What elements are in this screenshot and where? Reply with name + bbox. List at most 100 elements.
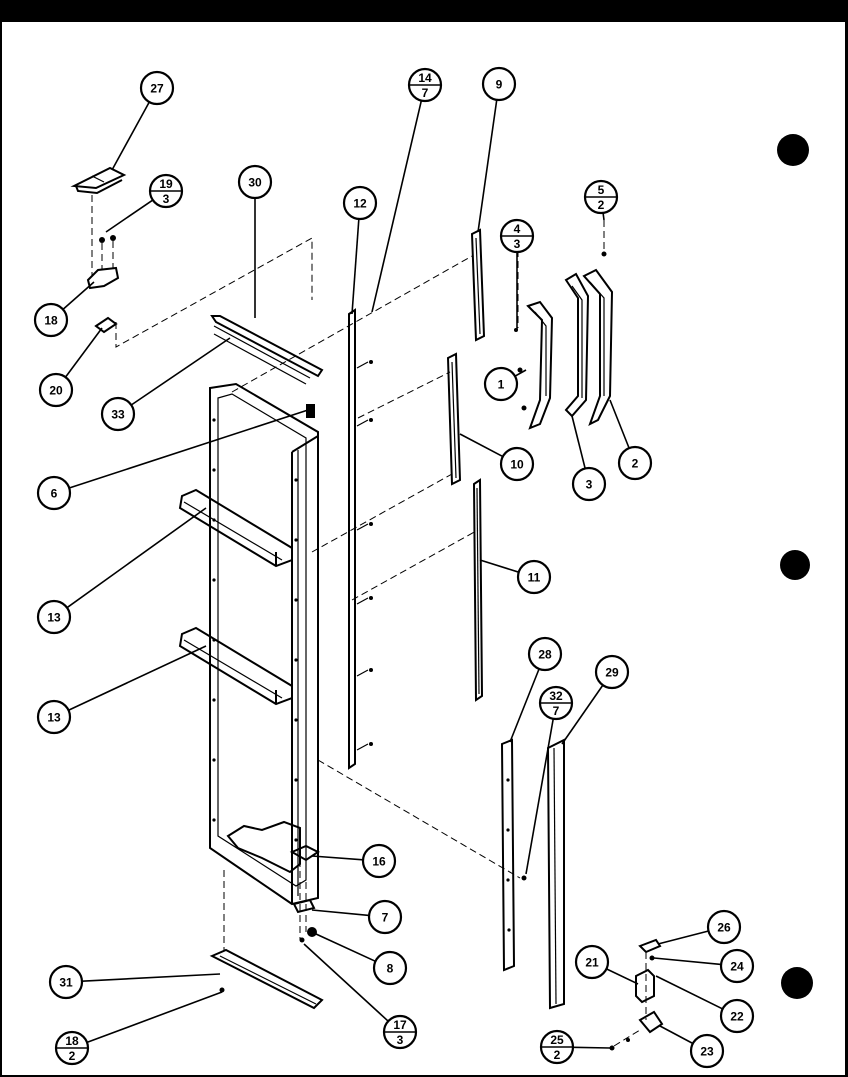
callout-quantity: 2 (69, 1049, 76, 1063)
paper-page (2, 22, 845, 1075)
callout-19-over-3: 193 (105, 173, 184, 233)
callout-part-number: 19 (159, 177, 173, 191)
callout-8: 8 (315, 933, 408, 986)
callout-7: 7 (311, 899, 403, 935)
callout-circle (100, 396, 136, 432)
callout-leader-line (509, 668, 540, 743)
callout-label: 20 (49, 384, 63, 398)
callout-part-number: 14 (418, 71, 432, 85)
frame-screws (212, 418, 298, 842)
alignment-lines (231, 255, 521, 879)
part-lower-hinge-assembly (289, 844, 320, 943)
callout-12: 12 (342, 185, 378, 315)
callout-label: 24 (730, 960, 744, 974)
callout-label: 18 (44, 314, 58, 328)
callout-leader-line (525, 718, 555, 875)
callout-circle (36, 475, 72, 511)
callout-circle (367, 899, 403, 935)
callout-label: 10 (510, 458, 524, 472)
callout-leader-line (602, 212, 605, 221)
callout-33: 33 (100, 337, 231, 432)
callout-circle (38, 372, 74, 408)
callout-31: 31 (48, 964, 221, 1000)
binder-hole-top (777, 134, 809, 166)
binder-holes (777, 134, 813, 999)
callout-label: 11 (528, 571, 541, 585)
callout-leader-line (609, 399, 630, 449)
callout-leader-line (81, 973, 221, 982)
callout-label: 22 (730, 1010, 744, 1024)
callout-leader-line (606, 968, 639, 985)
part-strip-28 (500, 738, 516, 972)
callout-circle (617, 445, 653, 481)
callout-circle (36, 599, 72, 635)
callout-label: 9 (496, 78, 503, 92)
callout-leader-line (371, 100, 423, 313)
callout-circle (499, 446, 535, 482)
callout-circle (719, 998, 755, 1034)
part-handle-trim-1 (526, 300, 554, 430)
part-door-liner-frame (209, 382, 319, 906)
callout-29: 29 (561, 654, 630, 745)
callout-leader-line (657, 930, 709, 945)
callout-layer: 2719318203033613131214794352123101128327… (33, 66, 755, 1069)
callout-circle (574, 944, 610, 980)
callout-leader-line (86, 991, 223, 1044)
callout-13b: 13 (36, 645, 207, 735)
callout-13a: 13 (36, 507, 207, 635)
callout-label: 3 (586, 478, 593, 492)
callout-9: 9 (477, 66, 517, 233)
callout-part-number: 17 (393, 1018, 407, 1032)
callout-16: 16 (311, 843, 397, 879)
callout-leader-line (130, 337, 231, 406)
part-shelf-bracket-lower (178, 626, 293, 706)
callout-quantity: 3 (163, 192, 170, 206)
callout-label: 12 (353, 197, 367, 211)
callout-label: 21 (585, 956, 599, 970)
part-channel-11 (472, 478, 484, 702)
callout-circle (516, 559, 552, 595)
binder-hole-bottom (781, 967, 813, 999)
callout-label: 26 (717, 921, 731, 935)
callout-32-over-7: 327 (525, 685, 574, 875)
part-top-trim (210, 315, 324, 385)
callout-part-number: 32 (549, 689, 563, 703)
callout-circle (527, 636, 563, 672)
callout-circle (342, 185, 378, 221)
callout-circle (36, 699, 72, 735)
callout-14-over-7: 147 (371, 67, 443, 313)
callout-part-number: 18 (65, 1034, 79, 1048)
part-lower-right-hinge (609, 938, 664, 1051)
callout-21: 21 (574, 944, 639, 985)
part-door-strip (348, 308, 373, 770)
callout-leader-line (659, 1025, 694, 1045)
callout-circle (372, 950, 408, 986)
callout-circle (571, 466, 607, 502)
callout-circle (689, 1033, 725, 1069)
callout-10: 10 (459, 433, 535, 482)
callout-label: 13 (47, 611, 61, 625)
callout-circle (706, 909, 742, 945)
part-upper-hinge (86, 195, 120, 290)
callout-circle (719, 948, 755, 984)
callout-leader-line (514, 369, 527, 377)
callout-circle (237, 164, 273, 200)
callout-leader-line (459, 433, 504, 458)
callout-leader-line (479, 559, 519, 573)
callout-circle (361, 843, 397, 879)
callout-leader-line (303, 943, 389, 1022)
callout-part-number: 5 (598, 183, 605, 197)
callout-label: 16 (372, 855, 386, 869)
callout-label: 23 (700, 1045, 714, 1059)
part-bushing (306, 404, 315, 418)
part-strip-29 (546, 738, 565, 1010)
callout-leader-line (571, 415, 586, 469)
callout-leader-line (315, 933, 376, 963)
callout-label: 13 (47, 711, 61, 725)
callout-quantity: 2 (598, 198, 605, 212)
callout-leader-line (111, 101, 151, 171)
callout-quantity: 3 (514, 237, 521, 251)
callout-quantity: 3 (397, 1033, 404, 1047)
callout-2: 2 (609, 399, 653, 481)
